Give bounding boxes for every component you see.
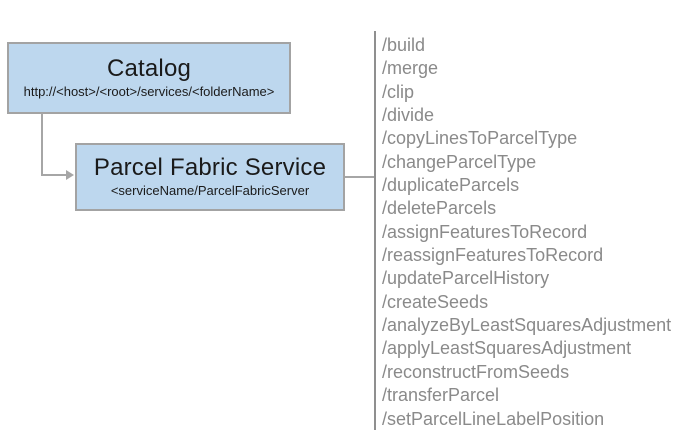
endpoint-item: /deleteParcels: [382, 198, 497, 219]
endpoint-item: /analyzeByLeastSquaresAdjustment: [382, 315, 672, 336]
parcel-fabric-service-title: Parcel Fabric Service: [93, 154, 327, 182]
endpoint-item: /reassignFeaturesToRecord: [382, 245, 604, 266]
endpoint-item: /divide: [382, 105, 435, 126]
endpoint-item: /build: [382, 35, 426, 55]
endpoint-item: /updateParcelHistory: [382, 268, 550, 289]
catalog-node-url: http://<host>/<root>/services/<folderNam…: [23, 84, 275, 100]
endpoint-item: /createSeeds: [382, 291, 489, 312]
catalog-node-title: Catalog: [106, 55, 192, 83]
endpoint-item: /assignFeaturesToRecord: [382, 221, 588, 242]
catalog-node: Catalog http://<host>/<root>/services/<f…: [7, 42, 291, 114]
endpoint-item: /changeParcelType: [382, 151, 537, 172]
endpoint-item: /reconstructFromSeeds: [382, 361, 570, 382]
parcel-fabric-service-path: <serviceName/ParcelFabricServer: [110, 183, 310, 199]
endpoint-item: /clip: [382, 81, 415, 102]
endpoint-item: /duplicateParcels: [382, 175, 520, 196]
endpoint-item: /transferParcel: [382, 385, 500, 406]
catalog-to-service-connector-horizontal: [41, 174, 68, 176]
endpoint-list: /build/merge/clip/divide/copyLinesToParc…: [382, 34, 671, 431]
endpoint-item: /applyLeastSquaresAdjustment: [382, 338, 632, 359]
parcel-fabric-service-node: Parcel Fabric Service <serviceName/Parce…: [75, 143, 345, 211]
endpoint-item: /setParcelLineLabelPosition: [382, 408, 605, 429]
arrowhead-icon: [66, 170, 74, 180]
catalog-to-service-connector-vertical: [41, 113, 43, 176]
service-to-endpoints-connector: [345, 176, 375, 178]
endpoint-item: /copyLinesToParcelType: [382, 128, 578, 149]
endpoint-item: /merge: [382, 58, 439, 79]
endpoint-list-divider: [374, 31, 376, 430]
